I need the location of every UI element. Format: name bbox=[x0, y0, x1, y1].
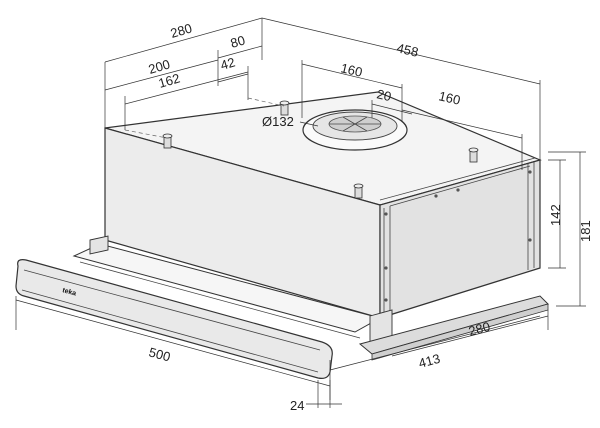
dim-height-142: 142 bbox=[548, 204, 563, 226]
dim-offset-80: 80 bbox=[229, 32, 247, 50]
dim-duct-left-160: 160 bbox=[339, 60, 364, 79]
mounting-post bbox=[279, 100, 290, 116]
dim-depth-200: 200 bbox=[147, 56, 172, 76]
mounting-post bbox=[353, 183, 364, 199]
dim-side-280: 280 bbox=[467, 319, 492, 339]
dim-duct-diameter: Ø132 bbox=[262, 114, 294, 129]
dim-width-413: 413 bbox=[417, 351, 442, 371]
dim-height-181: 181 bbox=[578, 220, 593, 242]
telescopic-visor: teka bbox=[15, 235, 549, 379]
brand-logo-text: teka bbox=[61, 287, 76, 297]
hood-body bbox=[104, 91, 542, 319]
mounting-post bbox=[468, 147, 479, 163]
dimension-lines bbox=[15, 17, 586, 408]
hood-side-face bbox=[379, 159, 541, 319]
duct-outlet bbox=[302, 109, 408, 151]
dim-depth-162: 162 bbox=[157, 70, 182, 90]
dim-visor-24: 24 bbox=[290, 398, 304, 413]
dimension-labels: 280 80 200 42 162 458 160 20 160 Ø132 14… bbox=[147, 20, 593, 413]
dim-duct-right-160: 160 bbox=[437, 88, 462, 107]
dim-width-500: 500 bbox=[147, 344, 172, 364]
dim-offset-42: 42 bbox=[219, 54, 237, 72]
dim-depth-280: 280 bbox=[169, 20, 194, 40]
mounting-posts bbox=[162, 100, 479, 199]
dim-duct-gap-20: 20 bbox=[375, 86, 392, 104]
dim-width-458: 458 bbox=[395, 40, 420, 59]
mounting-post bbox=[162, 133, 173, 149]
